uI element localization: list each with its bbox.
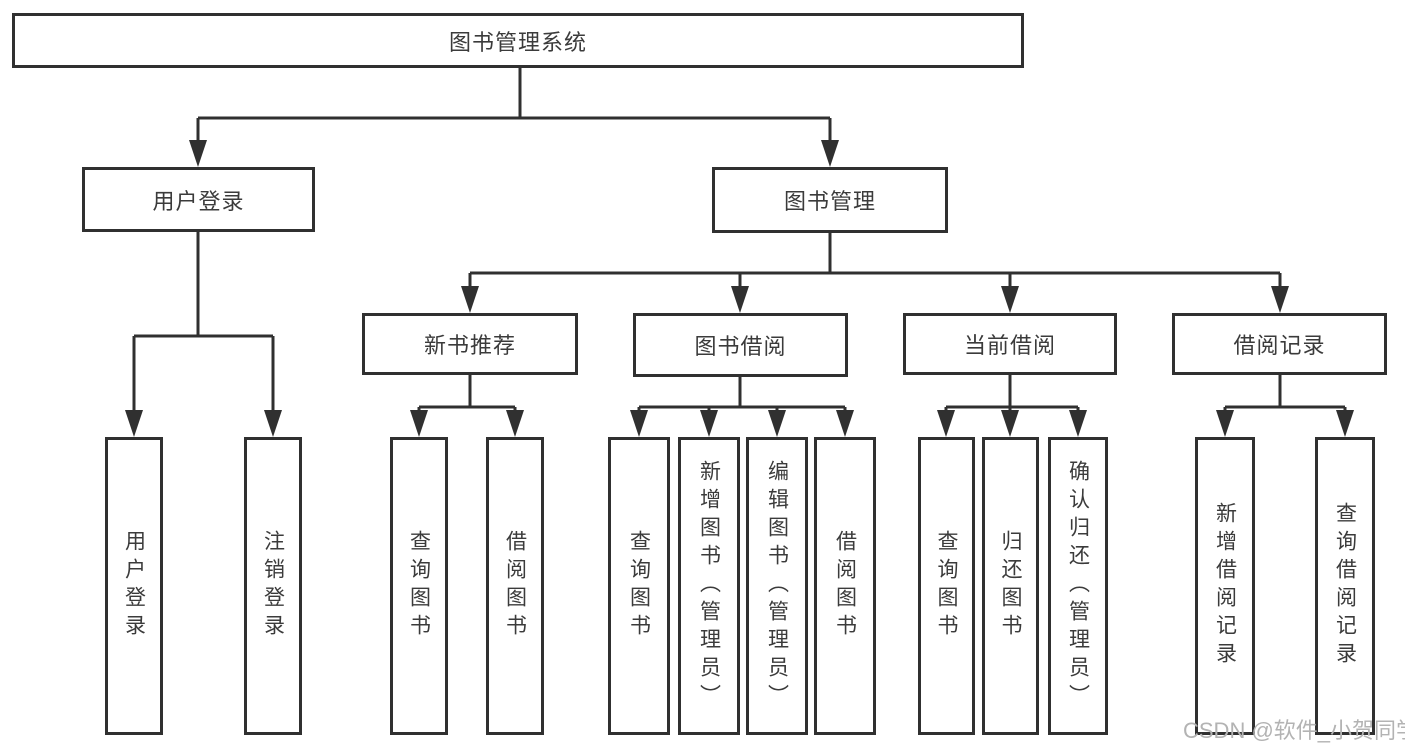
arrow-icon xyxy=(125,410,143,437)
node-new-book-rec: 新书推荐 xyxy=(362,313,578,375)
connector-arrowheads xyxy=(125,140,1354,437)
leaf-bb-borrow-books-label: 借阅图书 xyxy=(833,530,857,642)
arrow-icon xyxy=(836,410,854,437)
leaf-cb-return-books-label: 归还图书 xyxy=(999,530,1022,642)
node-book-borrow: 图书借阅 xyxy=(633,313,848,377)
leaf-nb-query-books: 查询图书 xyxy=(390,437,448,735)
arrow-icon xyxy=(1001,410,1019,437)
leaf-cb-query-books-label: 查询图书 xyxy=(935,530,958,642)
leaf-bb-add-books-admin-label: 新增图书（管理员） xyxy=(697,460,721,712)
leaf-user-login-label: 用户登录 xyxy=(122,530,146,642)
arrow-icon xyxy=(1271,286,1289,313)
leaf-bb-edit-books-admin-label: 编辑图书（管理员） xyxy=(765,460,789,712)
leaf-logout: 注销登录 xyxy=(244,437,302,735)
leaf-br-add-record-label: 新增借阅记录 xyxy=(1213,502,1237,670)
arrow-icon xyxy=(506,410,524,437)
arrow-icon xyxy=(410,410,428,437)
arrow-icon xyxy=(1001,286,1019,313)
arrow-icon xyxy=(264,410,282,437)
node-current-borrow-label: 当前借阅 xyxy=(963,333,1056,358)
leaf-nb-query-books-label: 查询图书 xyxy=(407,530,431,642)
node-book-mgmt: 图书管理 xyxy=(712,167,948,233)
node-user-login: 用户登录 xyxy=(82,167,315,232)
leaf-bb-add-books-admin: 新增图书（管理员） xyxy=(678,437,740,735)
leaf-bb-borrow-books: 借阅图书 xyxy=(814,437,876,735)
leaf-bb-query-books-label: 查询图书 xyxy=(627,530,651,642)
node-current-borrow: 当前借阅 xyxy=(903,313,1117,375)
node-root-label: 图书管理系统 xyxy=(448,29,587,55)
arrow-icon xyxy=(461,286,479,313)
leaf-cb-return-books: 归还图书 xyxy=(982,437,1039,735)
leaf-br-query-record-label: 查询借阅记录 xyxy=(1333,502,1357,670)
leaf-br-query-record: 查询借阅记录 xyxy=(1315,437,1375,735)
leaf-nb-borrow-books-label: 借阅图书 xyxy=(503,530,527,642)
arrow-icon xyxy=(731,286,749,313)
leaf-bb-edit-books-admin: 编辑图书（管理员） xyxy=(746,437,808,735)
node-book-borrow-label: 图书借阅 xyxy=(694,334,787,359)
arrow-icon xyxy=(189,140,207,167)
node-borrow-records: 借阅记录 xyxy=(1172,313,1387,375)
leaf-cb-confirm-return-admin: 确认归还（管理员） xyxy=(1048,437,1108,735)
leaf-cb-confirm-return-admin-label: 确认归还（管理员） xyxy=(1066,460,1090,712)
node-new-book-rec-label: 新书推荐 xyxy=(423,333,516,358)
node-book-mgmt-label: 图书管理 xyxy=(783,189,876,214)
leaf-user-login: 用户登录 xyxy=(105,437,163,735)
arrow-icon xyxy=(1069,410,1087,437)
arrow-icon xyxy=(1216,410,1234,437)
node-root: 图书管理系统 xyxy=(12,13,1024,68)
leaf-br-add-record: 新增借阅记录 xyxy=(1195,437,1255,735)
leaf-logout-label: 注销登录 xyxy=(261,530,285,642)
arrow-icon xyxy=(700,410,718,437)
arrow-icon xyxy=(768,410,786,437)
leaf-bb-query-books: 查询图书 xyxy=(608,437,670,735)
arrow-icon xyxy=(1336,410,1354,437)
leaf-cb-query-books: 查询图书 xyxy=(918,437,975,735)
arrow-icon xyxy=(630,410,648,437)
node-user-login-label: 用户登录 xyxy=(152,188,245,214)
arrow-icon xyxy=(821,140,839,167)
arrow-icon xyxy=(937,410,955,437)
node-borrow-records-label: 借阅记录 xyxy=(1233,333,1326,358)
leaf-nb-borrow-books: 借阅图书 xyxy=(486,437,544,735)
csdn-watermark: CSDN @软件_小贺同学 xyxy=(1183,718,1405,743)
